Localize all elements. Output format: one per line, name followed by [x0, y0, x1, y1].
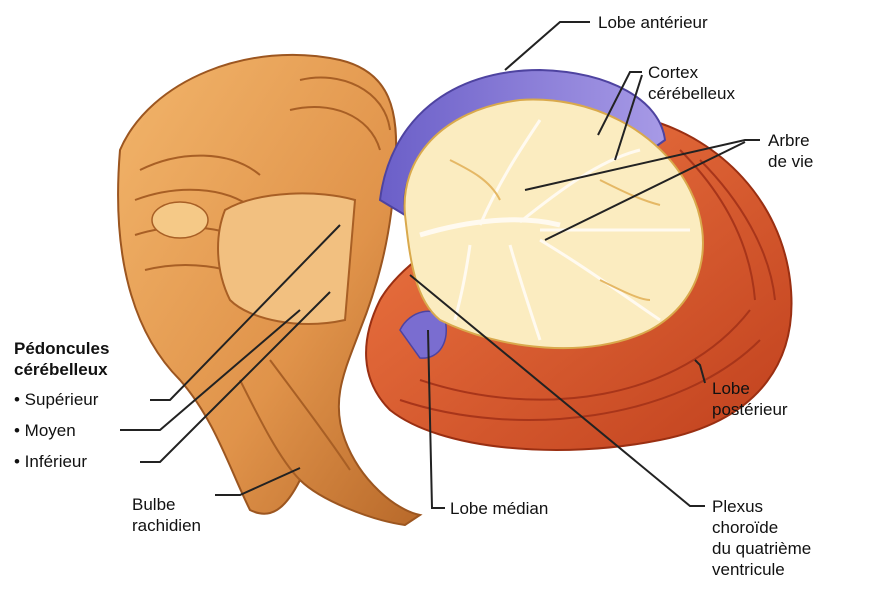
label-lobe-anterieur: Lobe antérieur [598, 12, 708, 33]
label-arbre-de-vie: Arbre de vie [768, 130, 813, 172]
label-lobe-posterieur: Lobe postérieur [712, 378, 788, 420]
label-plexus-choroide: Plexus choroïde du quatrième ventricule [712, 496, 811, 580]
brainstem [118, 55, 420, 525]
label-lobe-median: Lobe médian [450, 498, 548, 519]
label-moyen: • Moyen [14, 420, 76, 441]
label-superieur: • Supérieur [14, 389, 98, 410]
label-bulbe-rachidien: Bulbe rachidien [132, 494, 201, 536]
label-inferieur: • Inférieur [14, 451, 87, 472]
leader-lobe-anterieur [505, 22, 590, 70]
label-cortex-cerebelleux: Cortex cérébelleux [648, 62, 735, 104]
label-pedoncules-heading: Pédoncules cérébelleux [14, 338, 109, 380]
